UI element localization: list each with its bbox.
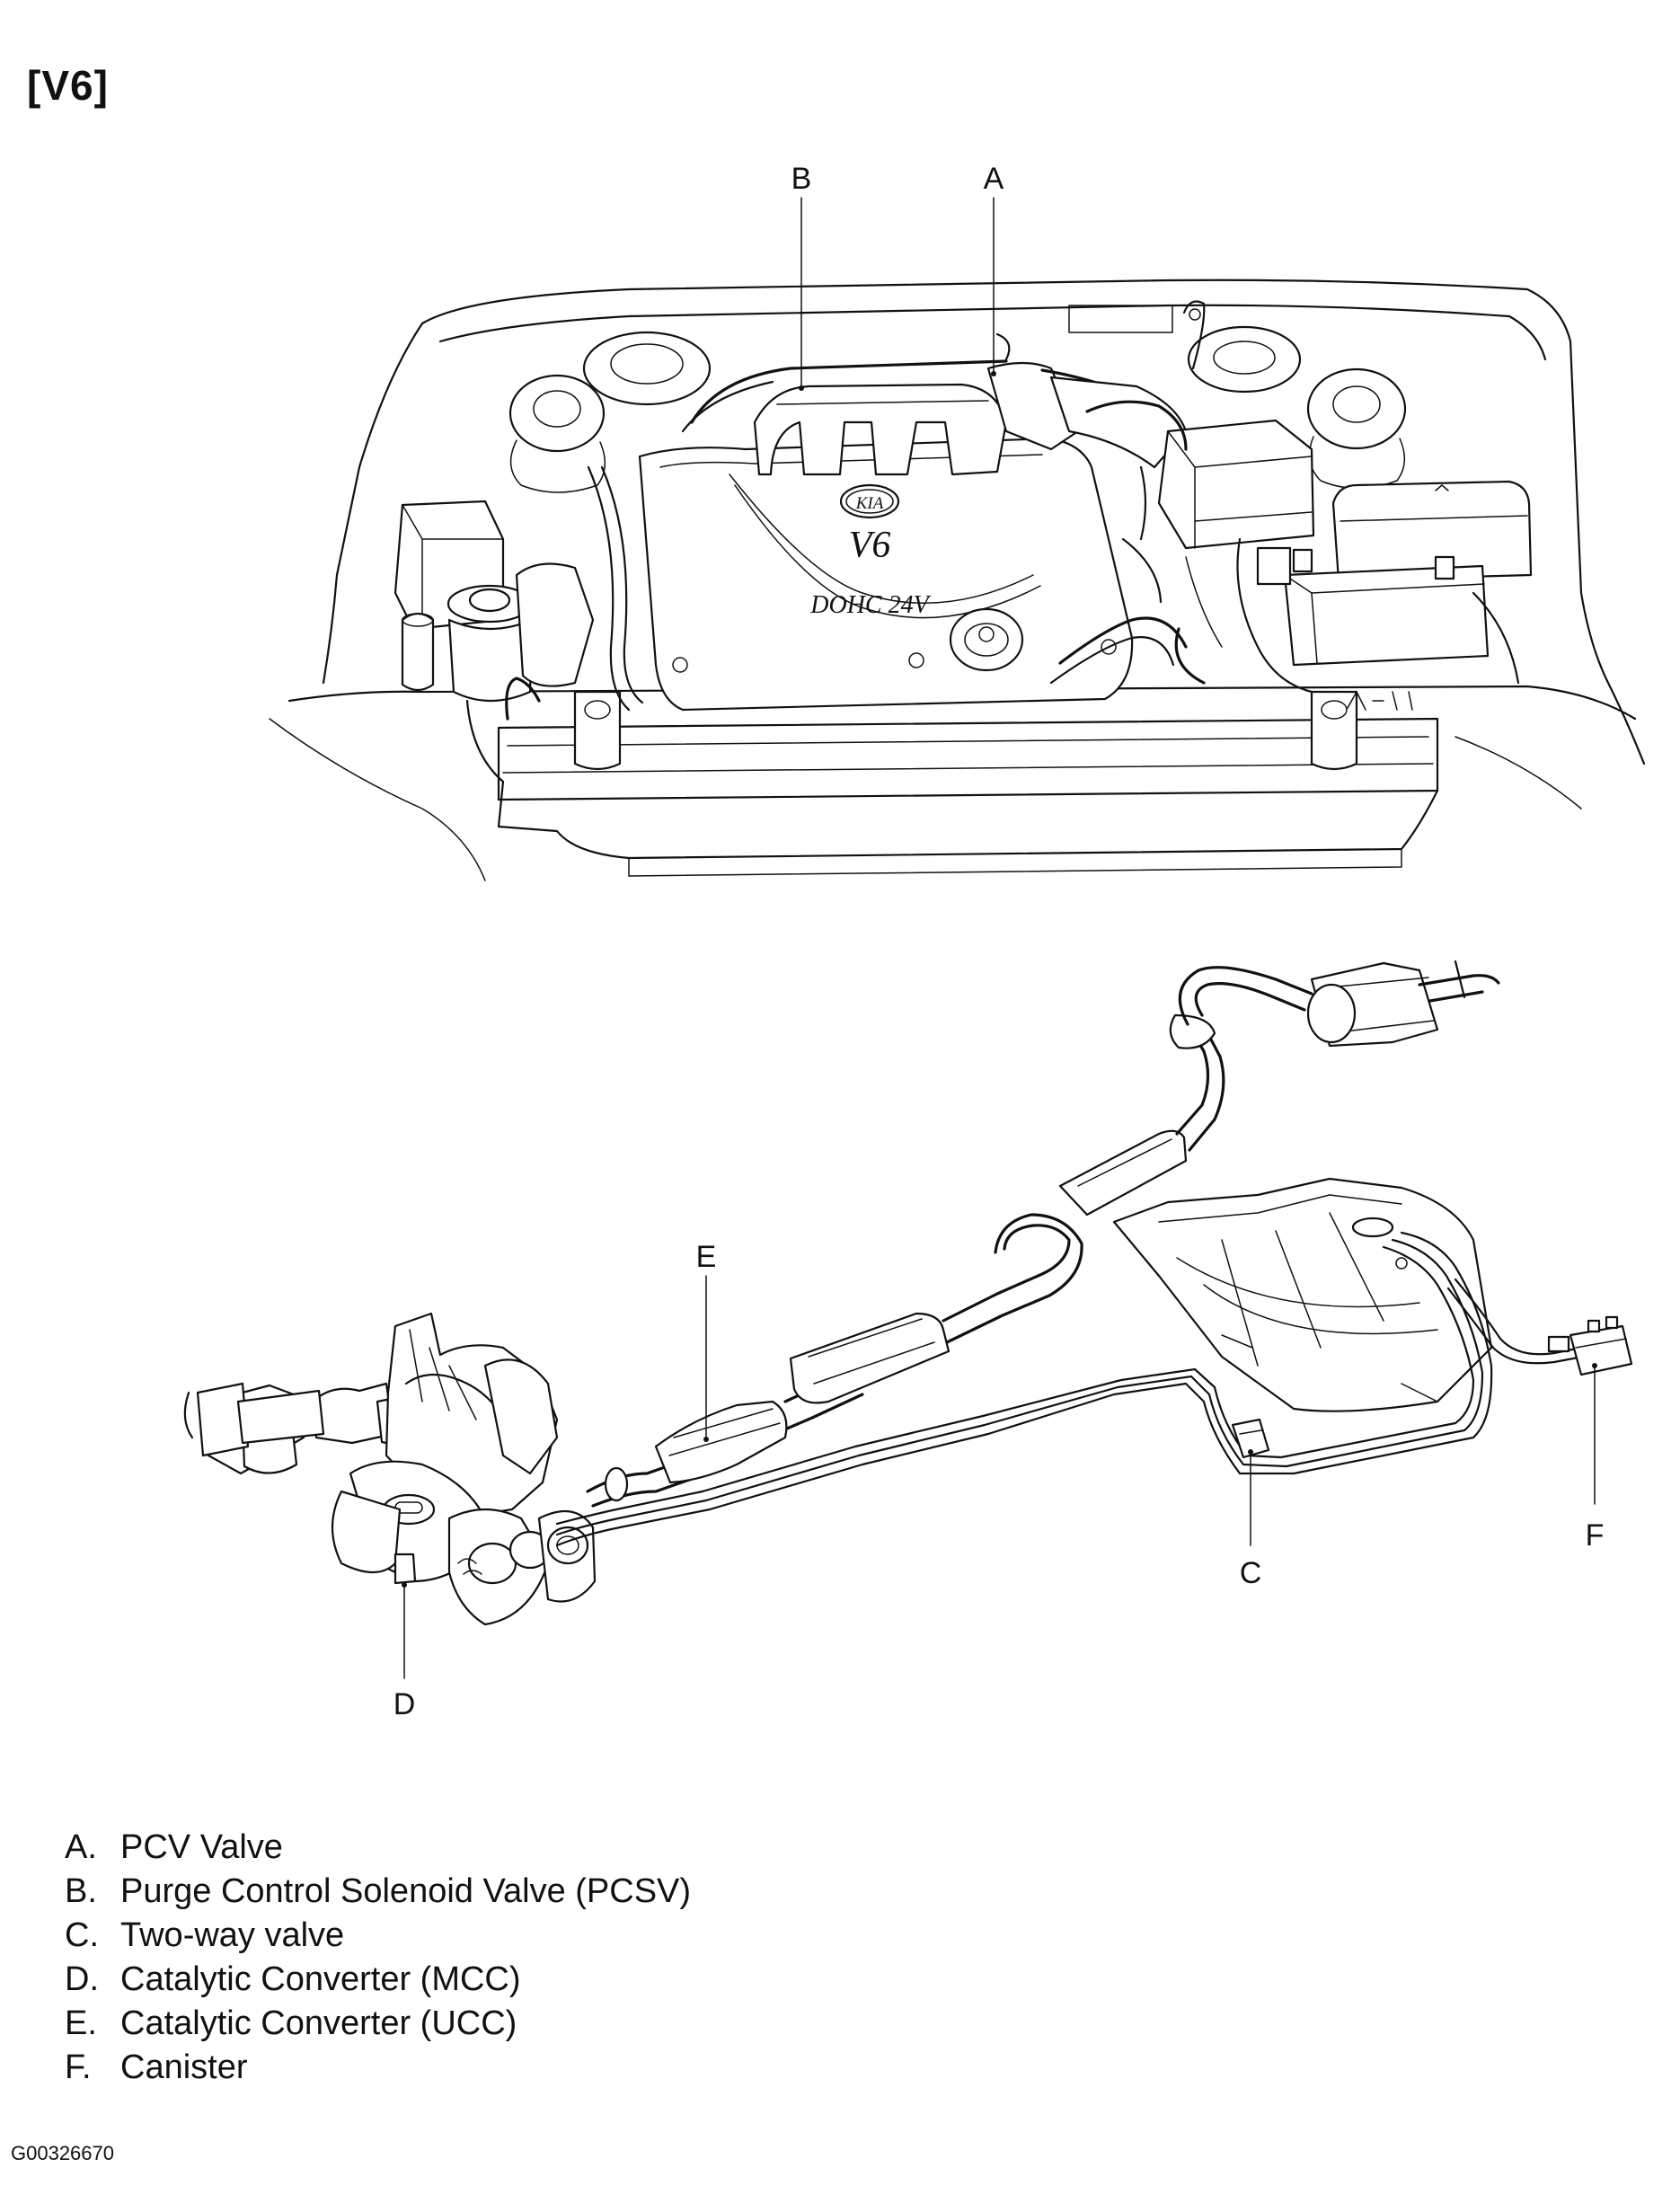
- callout-b-label: B: [791, 162, 812, 196]
- legend-key: C.: [65, 1916, 99, 1954]
- legend-item-d: D. Catalytic Converter (MCC): [65, 1958, 691, 2002]
- exhaust-system-illustration: [183, 960, 1633, 1626]
- legend-key: E.: [65, 2004, 97, 2042]
- legend: A. PCV Valve B. Purge Control Solenoid V…: [65, 1826, 691, 2090]
- callout-a: A: [984, 162, 1004, 376]
- callout-b: B: [791, 162, 812, 391]
- legend-item-f: F. Canister: [65, 2046, 691, 2090]
- legend-item-c: C. Two-way valve: [65, 1914, 691, 1958]
- engine-cover-spec: DOHC 24V: [809, 591, 931, 619]
- legend-item-e: E. Catalytic Converter (UCC): [65, 2002, 691, 2046]
- legend-item-b: B. Purge Control Solenoid Valve (PCSV): [65, 1870, 691, 1914]
- legend-text: Purge Control Solenoid Valve (PCSV): [120, 1872, 692, 1910]
- callout-e-label: E: [696, 1240, 717, 1274]
- engine-bay-illustration: KIA V6 DOHC 24V: [269, 279, 1646, 881]
- page-title: [V6]: [27, 62, 109, 109]
- engine-cover-badge: KIA: [855, 494, 884, 513]
- legend-text: Two-way valve: [120, 1916, 345, 1954]
- callout-c-label: C: [1240, 1556, 1262, 1590]
- callout-f-label: F: [1586, 1518, 1605, 1553]
- callout-a-label: A: [984, 162, 1004, 196]
- legend-text: PCV Valve: [120, 1828, 283, 1866]
- legend-text: Catalytic Converter (UCC): [120, 2004, 517, 2042]
- legend-key: A.: [65, 1828, 97, 1866]
- legend-key: B.: [65, 1872, 97, 1910]
- callout-d: D: [393, 1582, 416, 1721]
- legend-item-a: A. PCV Valve: [65, 1826, 691, 1870]
- callout-d-label: D: [393, 1687, 416, 1721]
- legend-key: F.: [65, 2048, 92, 2086]
- legend-text: Catalytic Converter (MCC): [120, 1960, 521, 1998]
- callout-c: C: [1240, 1449, 1262, 1590]
- callout-e: E: [696, 1240, 717, 1442]
- legend-text: Canister: [120, 2048, 248, 2086]
- legend-key: D.: [65, 1960, 99, 1998]
- callout-f: F: [1586, 1363, 1605, 1553]
- engine-cover-model: V6: [849, 525, 891, 566]
- figure-id: G00326670: [11, 2142, 114, 2164]
